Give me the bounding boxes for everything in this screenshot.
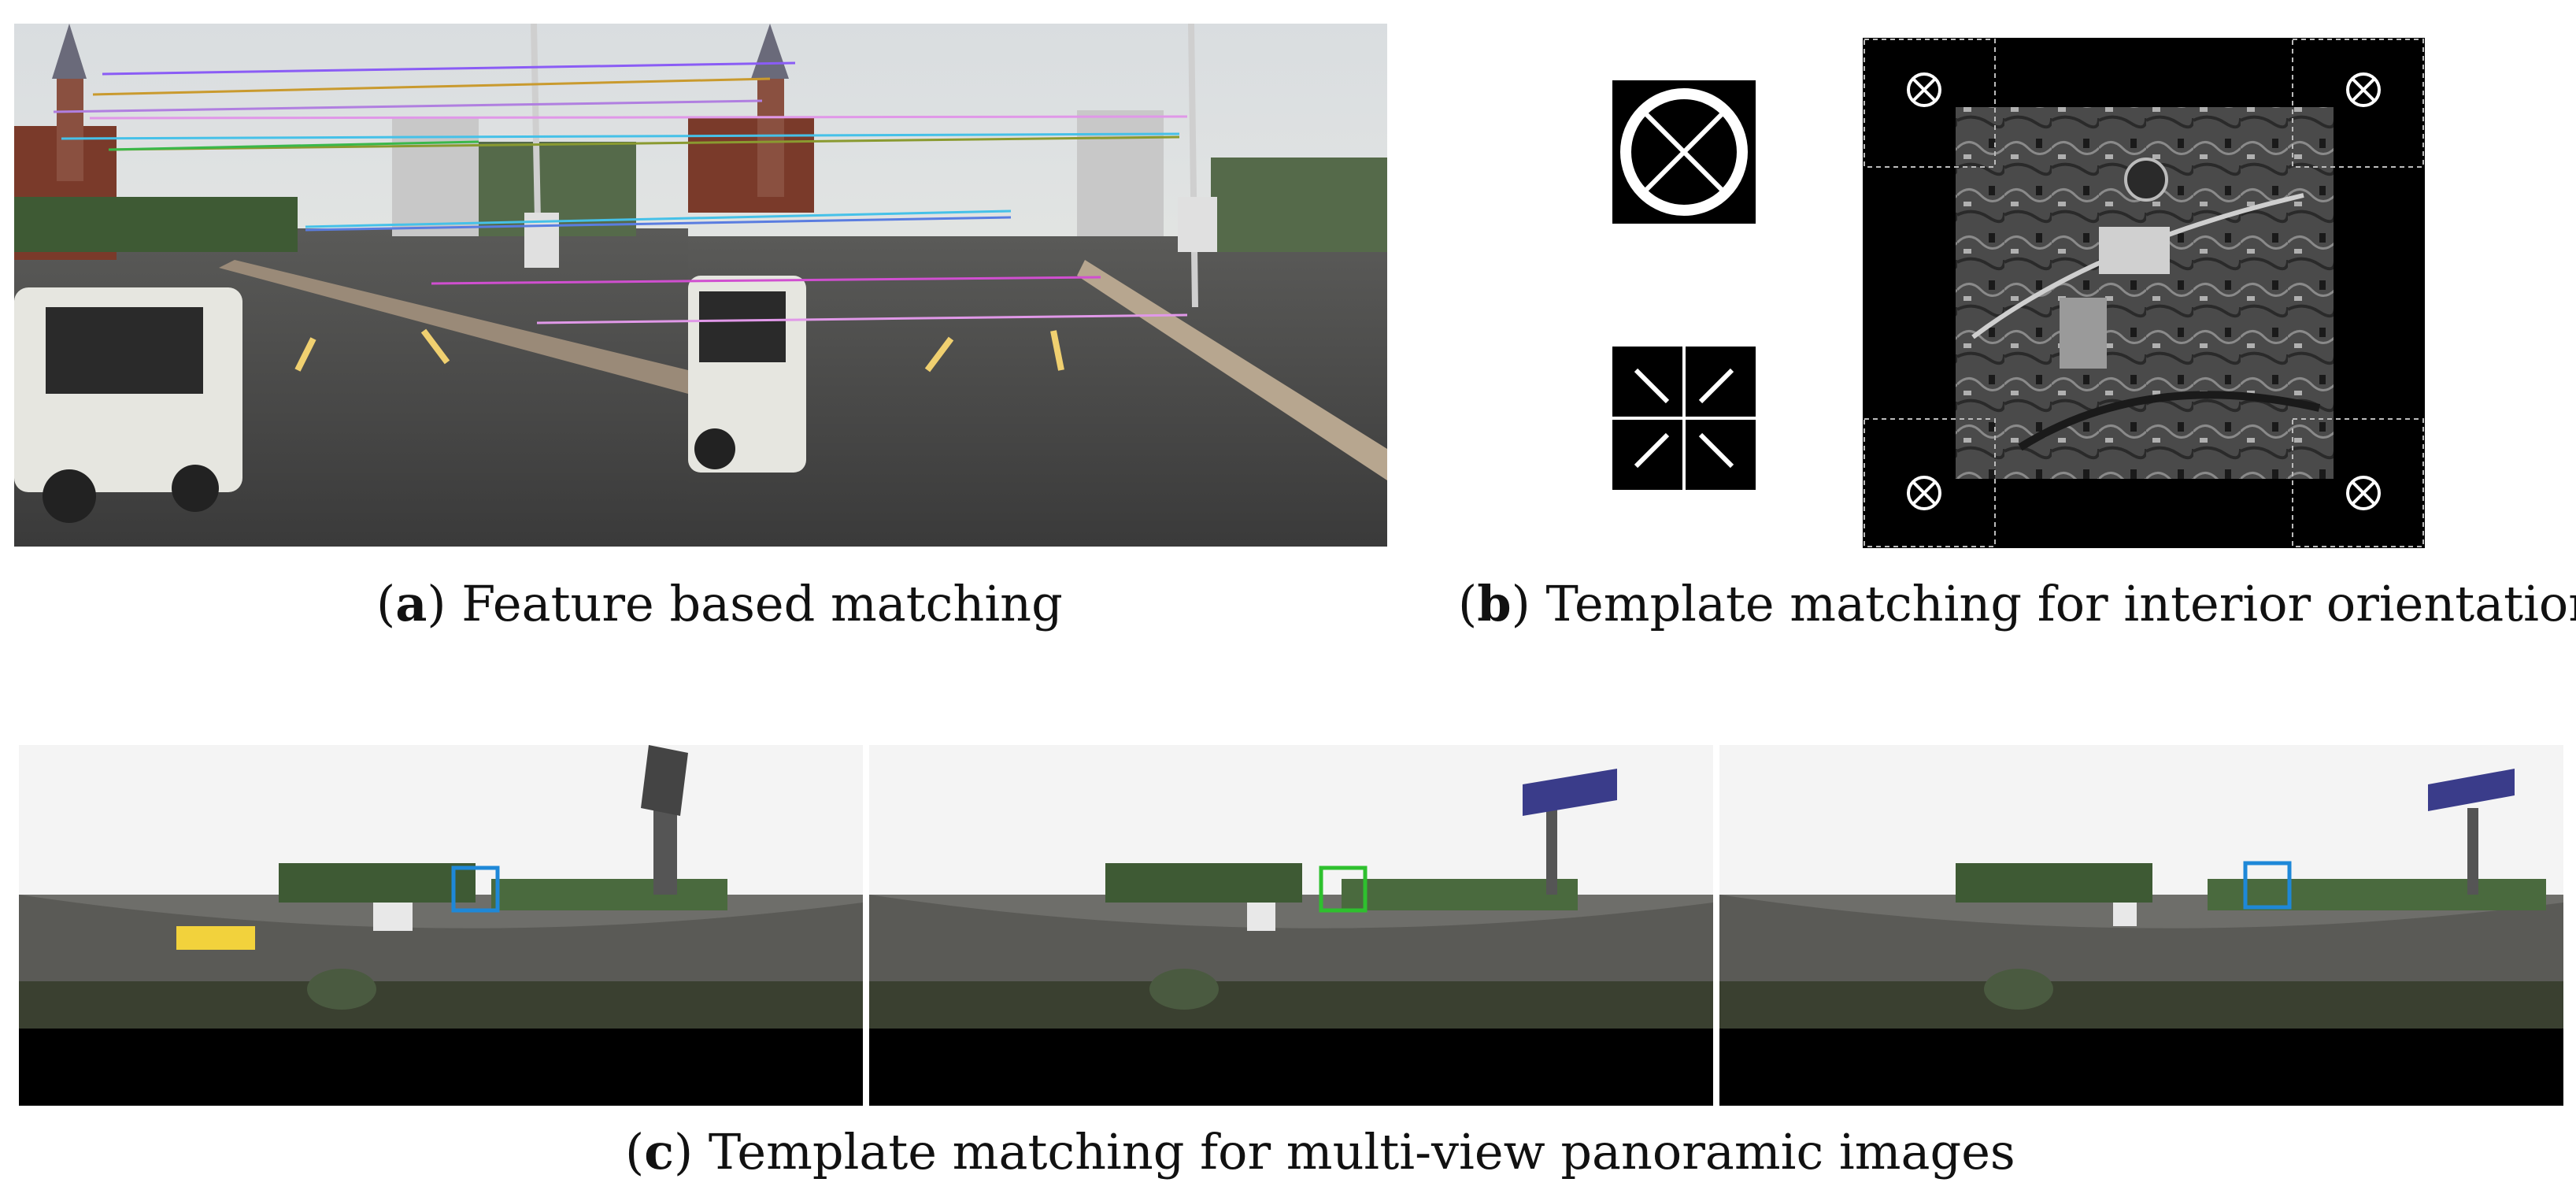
panorama-view-1 xyxy=(19,745,863,1106)
match-box xyxy=(2243,861,2292,910)
aerial-photo-with-fiducial-marks xyxy=(1863,38,2425,548)
caption-a: (a) Feature based matching xyxy=(376,575,1063,632)
match-box xyxy=(451,866,500,913)
cross-template xyxy=(1612,347,1756,490)
circle-cross-template xyxy=(1612,80,1756,224)
caption-b: (b) Template matching for interior orien… xyxy=(1458,575,2576,632)
panorama-view-2 xyxy=(869,745,1713,1106)
panorama-view-3 xyxy=(1719,745,2563,1106)
caption-c: (c) Template matching for multi-view pan… xyxy=(625,1123,2015,1181)
match-lines xyxy=(53,61,1188,324)
feature-matching-image xyxy=(14,24,1387,547)
left-street-frame xyxy=(14,24,688,547)
right-street-frame xyxy=(688,24,1387,547)
match-box xyxy=(1319,866,1368,913)
